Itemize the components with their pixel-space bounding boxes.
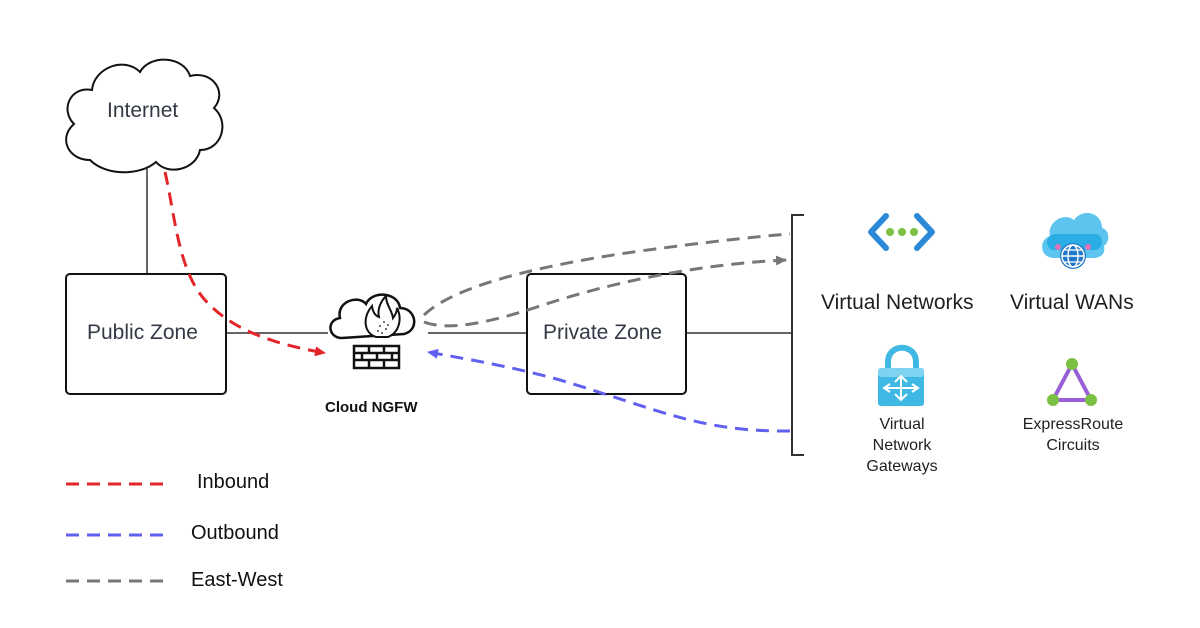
outbound-flow [427,348,791,433]
expressroute-circuits-label: ExpressRoute Circuits [1022,416,1124,454]
expressroute-circuits-icon [1047,358,1097,406]
public-zone-label: Public Zone [87,321,198,344]
internet-cloud [65,58,224,174]
firewall-icon [329,293,416,370]
legend-label-outbound: Outbound [191,522,279,544]
firewall-label: Cloud NGFW [325,399,418,416]
virtual-wans-icon [1042,213,1109,269]
legend-label-east-west: East-West [191,569,283,591]
private-zone-box [526,273,687,395]
virtual-wans-label: Virtual WANs [1010,291,1134,314]
legend-label-inbound: Inbound [197,471,270,493]
resources-bracket [791,214,804,456]
virtual-networks-label: Virtual Networks [821,291,974,314]
virtual-network-gateways-label: Virtual Network Gateways [866,416,938,475]
internet-label: Internet [107,99,179,122]
east-west-flow-in [423,255,787,328]
inbound-flow [163,171,326,357]
public-zone-box [65,273,227,395]
virtual-networks-icon [868,213,935,251]
virtual-network-gateways-icon [878,344,924,406]
private-zone-label: Private Zone [543,321,663,344]
east-west-flow-out [422,232,791,317]
